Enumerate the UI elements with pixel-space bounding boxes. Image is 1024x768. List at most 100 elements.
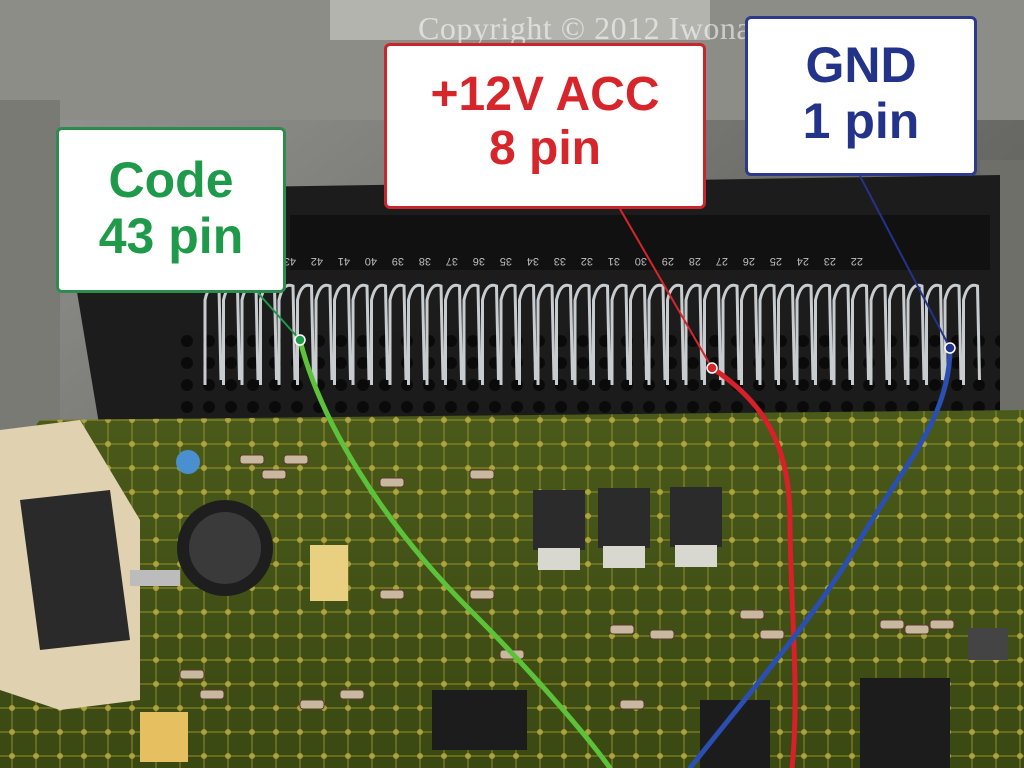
- resistor: [283, 454, 309, 465]
- pin-number-label: 26: [743, 255, 755, 267]
- connector-pin: [425, 283, 445, 385]
- pin-number-label: 22: [851, 255, 863, 267]
- connector-pin: [906, 283, 926, 385]
- transistor-group: [533, 487, 722, 570]
- pin-number-strip: 43 42 41 40 39 38 37 36 35 34 33 32 31 30 29 28 27 26 25 24…: [284, 255, 863, 267]
- connector-pin: [740, 283, 759, 385]
- connector-pin: [943, 283, 963, 385]
- pin-number-label: 37: [446, 255, 458, 267]
- pin-number-label: 43: [284, 255, 296, 267]
- code-pointer-line: [257, 292, 301, 341]
- resistor-array: [179, 454, 955, 710]
- resistor: [199, 689, 225, 700]
- resistor: [609, 624, 635, 635]
- connector-pin: [758, 283, 778, 385]
- connector-pin: [962, 283, 981, 385]
- connector-pin: [721, 283, 741, 385]
- resistor: [379, 589, 405, 600]
- pin-number-label: 28: [689, 255, 701, 267]
- ic-chip-2: [860, 678, 950, 768]
- connector-pin: [814, 283, 833, 385]
- resistor: [469, 589, 495, 600]
- resistor: [261, 469, 287, 480]
- connector-pin: [703, 283, 722, 385]
- connector-pin: [314, 283, 334, 385]
- pin-number-label: 24: [797, 255, 809, 267]
- connector-pin: [629, 283, 648, 385]
- connector-pin: [333, 283, 352, 385]
- acc-pointer-line: [619, 208, 713, 369]
- resistor: [879, 619, 905, 630]
- acc-label-title: +12V ACC: [430, 68, 660, 121]
- blue-wire: [687, 345, 953, 768]
- code-label-title: Code: [108, 152, 234, 208]
- pin-number-label: 40: [365, 255, 377, 267]
- gnd-pointer-line: [859, 175, 951, 349]
- resistor: [179, 669, 205, 680]
- pin-number-label: 25: [770, 255, 782, 267]
- connector-pin: [481, 283, 500, 385]
- connector-pin: [592, 283, 611, 385]
- connector-pin: [444, 283, 463, 385]
- resistor: [929, 619, 955, 630]
- acc-label-pin: 8 pin: [488, 121, 601, 175]
- connector-pin: [666, 283, 685, 385]
- red-wire: [709, 365, 798, 768]
- resistor: [619, 699, 645, 710]
- resistor: [649, 629, 675, 640]
- resistor: [904, 624, 930, 635]
- connector-pin: [777, 283, 796, 385]
- connector-pin: [518, 283, 537, 385]
- pin-number-label: 33: [554, 255, 566, 267]
- resistor: [339, 689, 365, 700]
- pin-number-label: 38: [419, 255, 431, 267]
- connector-pin: [851, 283, 870, 385]
- connector-pin: [555, 283, 574, 385]
- pin-number-label: 30: [635, 255, 647, 267]
- connector-pin: [869, 283, 889, 385]
- resistor: [299, 699, 325, 710]
- pin-number-label: 31: [608, 255, 620, 267]
- connector-pin: [647, 283, 667, 385]
- pin-number-label: 42: [311, 255, 323, 267]
- connector-pin: [499, 283, 519, 385]
- pin-number-label: 32: [581, 255, 593, 267]
- gnd-label-pin: 1 pin: [802, 93, 920, 149]
- connector-pin: [388, 283, 408, 385]
- acc-pin-label: +12V ACC 8 pin: [384, 43, 706, 209]
- gnd-pin-label: GND 1 pin: [745, 16, 977, 176]
- tantalum-capacitor: [310, 545, 348, 601]
- connector-pin: [684, 283, 704, 385]
- connector-pin: [573, 283, 593, 385]
- pin-number-label: 39: [392, 255, 404, 267]
- pin-number-label: 34: [527, 255, 539, 267]
- resistor: [739, 609, 765, 620]
- connector-pin: [407, 283, 426, 385]
- resistor: [379, 477, 405, 488]
- connector-pin: [351, 283, 371, 385]
- resistor: [469, 469, 495, 480]
- connector-pin: [370, 283, 389, 385]
- connector-pin: [888, 283, 907, 385]
- green-wire: [297, 337, 613, 768]
- code-label-pin: 43 pin: [98, 208, 244, 264]
- pin-number-label: 41: [338, 255, 350, 267]
- connector-pin: [610, 283, 630, 385]
- pin-number-label: 27: [716, 255, 728, 267]
- gnd-label-title: GND: [805, 37, 917, 93]
- pin-number-label: 29: [662, 255, 674, 267]
- connector-pin: [795, 283, 815, 385]
- ic-chip: [432, 690, 527, 750]
- pin-number-label: 36: [473, 255, 485, 267]
- connector-pin: [536, 283, 556, 385]
- connector-pin: [462, 283, 482, 385]
- resistor: [759, 629, 785, 640]
- connector-pin: [832, 283, 852, 385]
- connector-pin: [296, 283, 315, 385]
- pin-number-label: 23: [824, 255, 836, 267]
- code-pin-label: Code 43 pin: [56, 127, 286, 293]
- resistor: [239, 454, 265, 465]
- connector-pin: [925, 283, 944, 385]
- pin-number-label: 35: [500, 255, 512, 267]
